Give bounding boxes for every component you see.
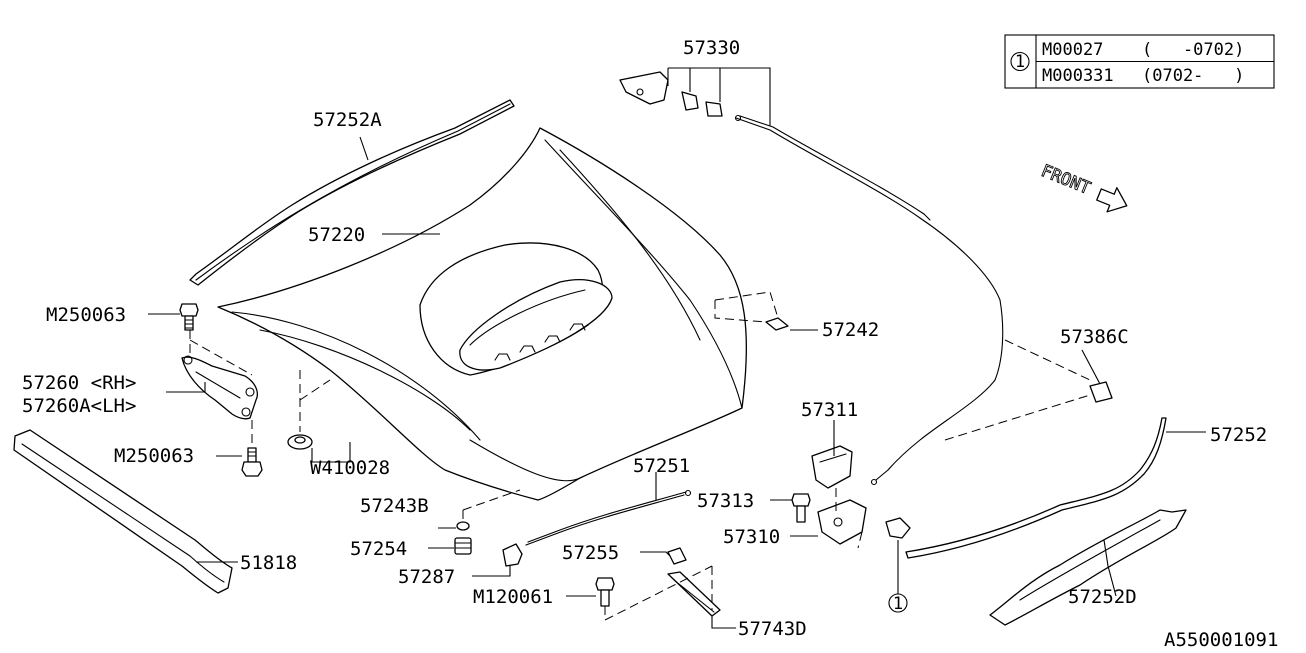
- front-direction-indicator: FRONT: [1038, 161, 1128, 213]
- front-arrow-icon: [1096, 187, 1128, 213]
- callout-57243B: 57243B: [360, 495, 429, 517]
- callout-57386C: 57386C: [1060, 326, 1129, 348]
- reference-row-1-range: ( -0702): [1142, 40, 1244, 60]
- cable-end-reference-number: 1: [893, 594, 903, 614]
- reference-symbol: 1: [1015, 52, 1025, 72]
- reference-table: 1 M00027 ( -0702) M000331 (0702- ): [1004, 34, 1275, 89]
- callout-57260A: 57260A<LH>: [22, 395, 136, 417]
- clip-57255: [667, 547, 687, 565]
- cable-end-reference-circle: [888, 593, 908, 613]
- clip-57287: [502, 543, 523, 567]
- hood-hinge: [181, 355, 259, 420]
- callout-57242: 57242: [822, 319, 879, 341]
- stopper-57254: [454, 537, 472, 555]
- support-rod-57251: [525, 489, 692, 546]
- callout-m120061: M120061: [473, 586, 553, 608]
- callout-57330: 57330: [683, 37, 740, 59]
- clip-57242: [765, 317, 789, 331]
- latch-stay-57311: [811, 445, 853, 489]
- bracket-57743D: [667, 571, 721, 617]
- callout-m250063-bottom: M250063: [114, 445, 194, 467]
- front-label: FRONT: [1038, 161, 1093, 199]
- callout-57310: 57310: [723, 526, 780, 548]
- cushion-57243B: [456, 521, 470, 531]
- reference-symbol-circle: [1010, 51, 1030, 72]
- leader-lines: [148, 67, 1206, 629]
- callout-57743D: 57743D: [738, 618, 807, 640]
- callout-w410028: W410028: [310, 457, 390, 479]
- diagram-id: A550001091: [1164, 629, 1278, 651]
- bolt-m250063-top: [179, 303, 199, 331]
- callout-57252: 57252: [1210, 424, 1267, 446]
- bolt-57313: [791, 493, 811, 523]
- callout-57313: 57313: [697, 490, 754, 512]
- weatherstrip-57252: [905, 417, 1167, 559]
- hood-latch-57310: [817, 499, 911, 545]
- seal-51818: [13, 429, 233, 594]
- bolt-m250063-bottom: [241, 447, 263, 477]
- reference-row-2-part: M000331: [1042, 66, 1114, 86]
- callout-57220: 57220: [308, 224, 365, 246]
- hood-panel: [217, 127, 748, 501]
- grommet-w410028: [287, 434, 313, 450]
- callout-57251: 57251: [633, 455, 690, 477]
- callout-57254: 57254: [350, 538, 407, 560]
- release-handle-bracket: [619, 71, 742, 122]
- reference-row-2-range: (0702- ): [1142, 66, 1244, 86]
- bolt-m120061: [595, 577, 615, 607]
- callout-57252A: 57252A: [313, 109, 382, 131]
- callout-57311: 57311: [801, 399, 858, 421]
- callout-57260: 57260 <RH>: [22, 372, 136, 394]
- callout-57287: 57287: [398, 566, 455, 588]
- callout-51818: 51818: [240, 552, 297, 574]
- callout-57252D: 57252D: [1068, 586, 1137, 608]
- weatherstrip-57252A: [189, 99, 515, 286]
- seal-57252D: [989, 509, 1187, 626]
- callout-57255: 57255: [562, 542, 619, 564]
- clip-57386C: [1089, 381, 1113, 403]
- callout-m250063-top: M250063: [46, 304, 126, 326]
- release-cable-57330: [735, 115, 1004, 486]
- reference-row-1-part: M00027: [1042, 40, 1103, 60]
